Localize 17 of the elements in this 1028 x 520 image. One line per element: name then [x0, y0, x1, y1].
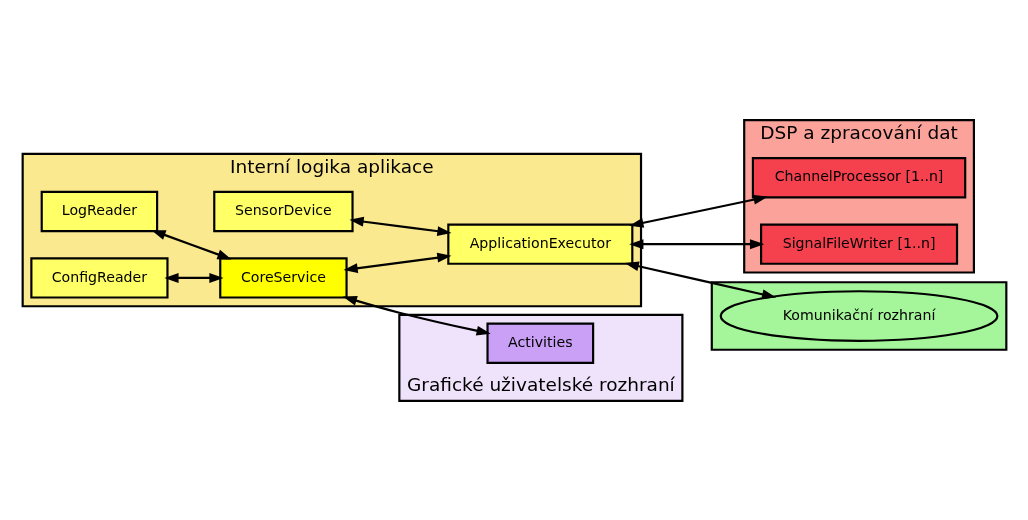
node-box: ConfigReader: [29, 256, 169, 299]
arrow: [624, 260, 776, 299]
node-box: SignalFileWriter [1..n]: [759, 223, 958, 265]
arrow: [628, 194, 768, 228]
arrow: [349, 216, 452, 236]
arrow: [163, 272, 224, 283]
arrow: [628, 238, 764, 249]
node-box: Activities: [485, 322, 594, 364]
node-box: CoreService: [218, 256, 348, 299]
arrow: [343, 252, 451, 273]
node-box: SensorDevice: [212, 190, 354, 232]
node-box: ApplicationExecutor: [446, 223, 633, 265]
arrow: [342, 295, 491, 336]
node-box: LogReader: [40, 190, 158, 232]
arrow: [150, 229, 232, 259]
cluster: [710, 280, 1007, 351]
node-box: ChannelProcessor [1..n]: [751, 156, 966, 198]
